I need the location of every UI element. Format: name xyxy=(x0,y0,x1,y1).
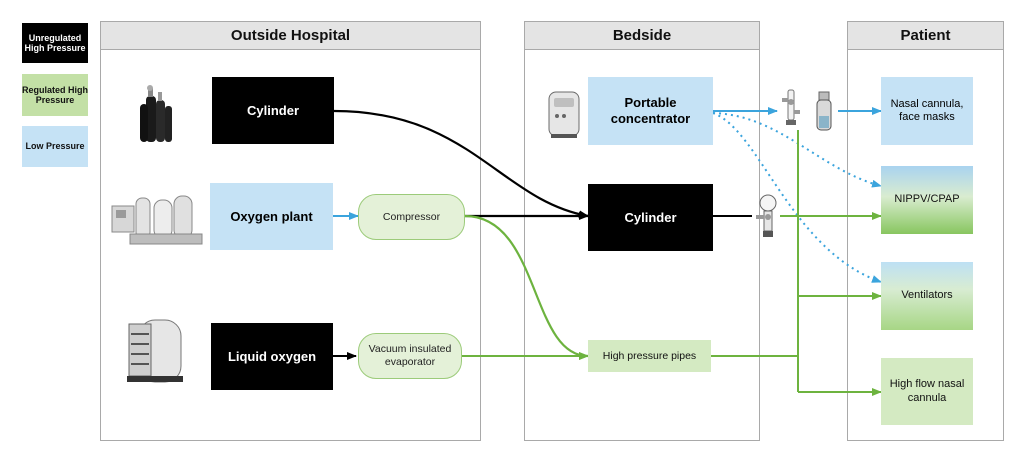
regulator-icon xyxy=(756,194,777,237)
cylinder-to-bedside-cylinder-line xyxy=(333,109,589,219)
ventilators-node: Ventilators xyxy=(881,262,973,330)
flowmeter-icon xyxy=(782,89,800,125)
gas-cylinders-icon xyxy=(140,85,172,142)
portable-concentrator-node: Portable concentrator xyxy=(588,77,713,145)
high-pressure-pipes-node: High pressure pipes xyxy=(588,340,711,372)
compressor-node: Compressor xyxy=(358,194,465,240)
concentrator-icon xyxy=(548,91,580,138)
legend-low: Low Pressure xyxy=(22,126,88,167)
bedside-cylinder-node: Cylinder xyxy=(588,184,713,251)
legend-unregulated: Unregulated High Pressure xyxy=(22,23,88,63)
oxygen-plant-node: Oxygen plant xyxy=(210,183,333,250)
liquid-oxygen-tank-icon xyxy=(127,319,183,383)
nippv-cpap-node: NIPPV/CPAP xyxy=(881,166,973,234)
legend-regulated: Regulated High Pressure xyxy=(22,74,88,116)
oxygen-plant-icon xyxy=(111,195,203,245)
evaporator-node: Vacuum insulated evaporator xyxy=(358,333,462,379)
patient-title: Patient xyxy=(848,22,1003,50)
cylinder-node: Cylinder xyxy=(212,77,334,144)
high-flow-nasal-cannula-node: High flow nasal cannula xyxy=(881,358,973,425)
compressor-to-pipes-line xyxy=(464,214,589,360)
liquid-oxygen-node: Liquid oxygen xyxy=(211,323,333,390)
nasal-cannula-node: Nasal cannula, face masks xyxy=(881,77,973,145)
portable-to-nippv-dotted xyxy=(712,112,882,188)
outside-hospital-title: Outside Hospital xyxy=(101,22,480,50)
bedside-title: Bedside xyxy=(525,22,759,50)
humidifier-icon xyxy=(816,91,832,131)
